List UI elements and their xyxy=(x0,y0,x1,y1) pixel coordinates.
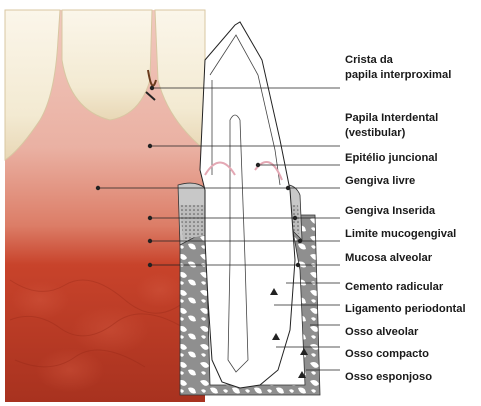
label-papila-interdental-2: (vestibular) xyxy=(345,127,406,139)
labels: Crista da papila interproximal Papila In… xyxy=(345,54,466,383)
label-cemento-radicular: Cemento radicular xyxy=(345,281,444,293)
label-papila-interdental-1: Papila Interdental xyxy=(345,112,438,124)
label-osso-esponjoso: Osso esponjoso xyxy=(345,371,432,383)
label-crista-papila-2: papila interproximal xyxy=(345,69,451,81)
label-epitelio-juncional: Epitélio juncional xyxy=(345,152,438,164)
label-ligamento-periodontal: Ligamento periodontal xyxy=(345,303,466,315)
gingiva-photo xyxy=(5,10,205,402)
label-osso-compacto: Osso compacto xyxy=(345,348,429,360)
label-osso-alveolar: Osso alveolar xyxy=(345,326,419,338)
label-crista-papila-1: Crista da xyxy=(345,54,394,66)
label-mucosa-alveolar: Mucosa alveolar xyxy=(345,252,433,264)
label-gengiva-inserida: Gengiva Inserida xyxy=(345,205,436,217)
label-limite-mucogengival: Limite mucogengival xyxy=(345,228,456,240)
label-gengiva-livre: Gengiva livre xyxy=(345,175,415,187)
